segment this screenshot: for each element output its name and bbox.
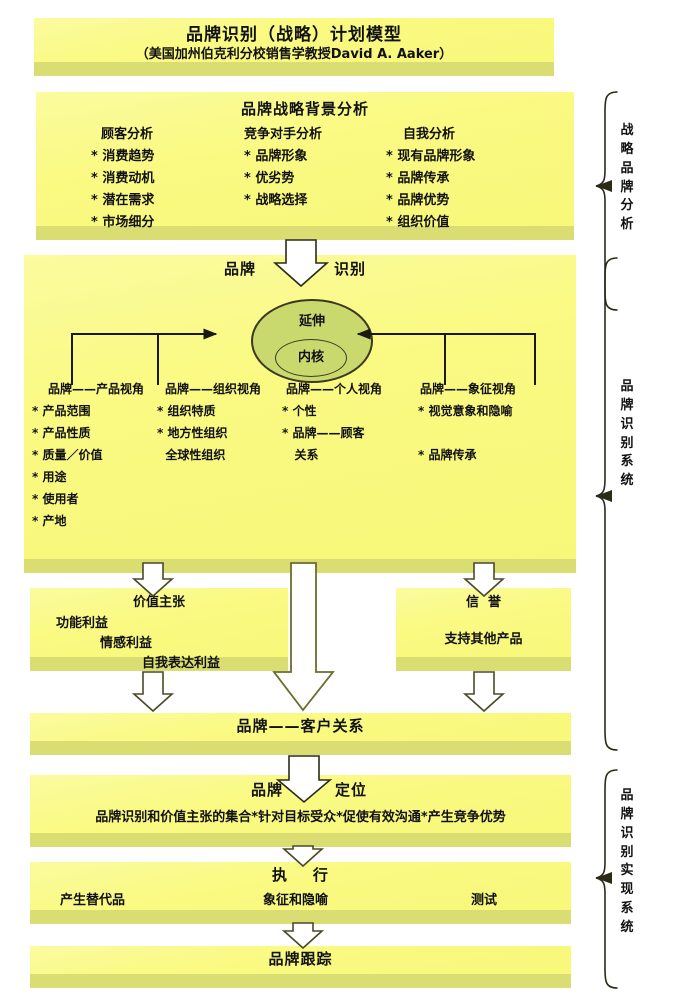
identity-title-left: 品牌 [224, 260, 257, 278]
brace-label-implementation-system: 品牌识别实现系统 [620, 788, 634, 935]
analysis-item: * 品牌传承 [386, 171, 450, 186]
analysis-item: * 品牌优势 [386, 193, 450, 208]
perspective-head: 品牌——象征视角 [420, 382, 517, 396]
analysis-item: * 现有品牌形象 [386, 149, 476, 164]
perspective-item: * 产品性质 [32, 426, 91, 440]
perspective-item: * 产品范围 [32, 404, 91, 418]
ellipse-outer-label: 延伸 [298, 314, 325, 329]
analysis-column-head: 竞争对手分析 [244, 127, 323, 142]
analysis-column-head: 顾客分析 [101, 127, 154, 142]
execution-base [16, 910, 585, 924]
background-analysis-box: 品牌战略背景分析 顾客分析 * 消费趋势 * 消费动机 * 潜在需求 * 市场细… [22, 92, 588, 240]
perspective-item: 关系 [282, 448, 319, 462]
value-proposition-box: 价值主张 功能利益 情感利益 自我表达利益 [16, 588, 302, 671]
customer-relationship-label: 品牌——客户关系 [236, 717, 365, 735]
execution-col-1: 产生替代品 [60, 893, 126, 908]
brace-label-identity-system: 品牌识别系统 [620, 379, 634, 489]
perspective-item: * 品牌传承 [418, 448, 477, 462]
brand-core-ellipse: 内核 [275, 339, 347, 377]
page-subtitle: （美国加州伯克利分校销售学教授David A. Aaker） [135, 47, 453, 62]
analysis-item: * 消费动机 [91, 171, 155, 186]
credibility-content: 信 誉 支持其他产品 [396, 588, 571, 671]
positioning-detail: 品牌识别和价值主张的集合*针对目标受众*促使有效沟通*产生竞争优势 [95, 810, 506, 825]
perspective-item: * 个性 [282, 404, 317, 418]
arrow-execution-to-tracking [281, 922, 325, 950]
analysis-item: * 战略选择 [244, 193, 308, 208]
perspective-head: 品牌——产品视角 [48, 382, 145, 396]
execution-head: 执 行 [272, 866, 329, 884]
header-box-base [20, 62, 568, 76]
brand-identity-content: 品牌 识别 延伸 内核 品牌——产品视角 * 产品范围 * 产品性质 * 质量／… [24, 255, 576, 573]
tracking-content: 品牌跟踪 [30, 946, 571, 988]
perspective-item: * 用途 [32, 470, 67, 484]
identity-title-right: 识别 [334, 260, 367, 278]
positioning-title-right: 定位 [335, 781, 368, 799]
tracking-base [16, 974, 585, 988]
analysis-item: * 消费趋势 [91, 149, 155, 164]
background-analysis-title: 品牌战略背景分析 [240, 100, 369, 118]
analysis-item: * 潜在需求 [91, 193, 155, 208]
background-analysis-base [22, 226, 588, 240]
credibility-base [382, 657, 585, 671]
arrow-value-to-customer-relationship [131, 671, 175, 713]
brand-identity-box: 品牌 识别 延伸 内核 品牌——产品视角 * 产品范围 * 产品性质 * 质量／… [10, 255, 590, 573]
analysis-item: * 市场细分 [91, 215, 155, 230]
positioning-title-left: 品牌 [251, 781, 284, 799]
brace-implementation-system [595, 769, 618, 989]
customer-relationship-base [16, 741, 585, 755]
value-proposition-head: 价值主张 [132, 595, 185, 610]
background-analysis-content: 品牌战略背景分析 顾客分析 * 消费趋势 * 消费动机 * 潜在需求 * 市场细… [36, 92, 574, 240]
tracking-box: 品牌跟踪 [16, 946, 585, 988]
perspective-head: 品牌——组织视角 [165, 382, 262, 396]
customer-relationship-box: 品牌——客户关系 [16, 713, 585, 755]
positioning-content: 品牌 定位 品牌识别和价值主张的集合*针对目标受众*促使有效沟通*产生竞争优势 [30, 775, 571, 847]
ellipse-inner-label: 内核 [297, 350, 324, 365]
header-box: 品牌识别（战略）计划模型 （美国加州伯克利分校销售学教授David A. Aak… [20, 18, 568, 76]
positioning-box: 品牌 定位 品牌识别和价值主张的集合*针对目标受众*促使有效沟通*产生竞争优势 [16, 775, 585, 847]
positioning-base [16, 833, 585, 847]
brace-label-strategic-analysis: 战略品牌分析 [620, 123, 634, 233]
value-proposition-line-2: 情感利益 [100, 636, 153, 651]
credibility-head: 信 誉 [465, 595, 502, 610]
analysis-item: * 品牌形象 [244, 149, 308, 164]
background-analysis-face [36, 92, 574, 240]
perspective-item: * 使用者 [32, 492, 79, 506]
analysis-item: * 优劣势 [244, 171, 295, 186]
arrow-credibility-to-customer-relationship [462, 671, 506, 713]
credibility-line-1: 支持其他产品 [444, 632, 523, 647]
execution-content: 执 行 产生替代品 象征和隐喻 测试 [30, 862, 571, 924]
analysis-column-head: 自我分析 [403, 127, 456, 142]
brace-identity-system [595, 257, 618, 751]
perspective-item: 全球性组织 [157, 448, 226, 462]
perspective-item: * 地方性组织 [157, 426, 228, 440]
page-title: 品牌识别（战略）计划模型 [186, 25, 402, 45]
execution-box: 执 行 产生替代品 象征和隐喻 测试 [16, 862, 585, 924]
execution-col-3: 测试 [471, 893, 498, 908]
credibility-box: 信 誉 支持其他产品 [382, 588, 585, 671]
perspective-item: * 品牌——顾客 [282, 426, 365, 440]
value-proposition-line-1: 功能利益 [56, 616, 109, 631]
brace-strategic-analysis [595, 91, 618, 311]
perspective-head: 品牌——个人视角 [286, 382, 383, 396]
header-box-content: 品牌识别（战略）计划模型 （美国加州伯克利分校销售学教授David A. Aak… [34, 18, 554, 76]
perspective-item: * 产地 [32, 514, 67, 528]
execution-col-2: 象征和隐喻 [263, 893, 329, 908]
perspective-item: * 质量／价值 [32, 448, 103, 462]
value-proposition-content: 价值主张 功能利益 情感利益 自我表达利益 [30, 588, 288, 671]
tracking-label: 品牌跟踪 [268, 950, 333, 968]
customer-relationship-content: 品牌——客户关系 [30, 713, 571, 755]
analysis-item: * 组织价值 [386, 215, 450, 230]
perspective-item: * 组织特质 [157, 404, 216, 418]
value-proposition-line-3: 自我表达利益 [142, 656, 221, 671]
perspective-item: * 视觉意象和隐喻 [418, 404, 513, 418]
